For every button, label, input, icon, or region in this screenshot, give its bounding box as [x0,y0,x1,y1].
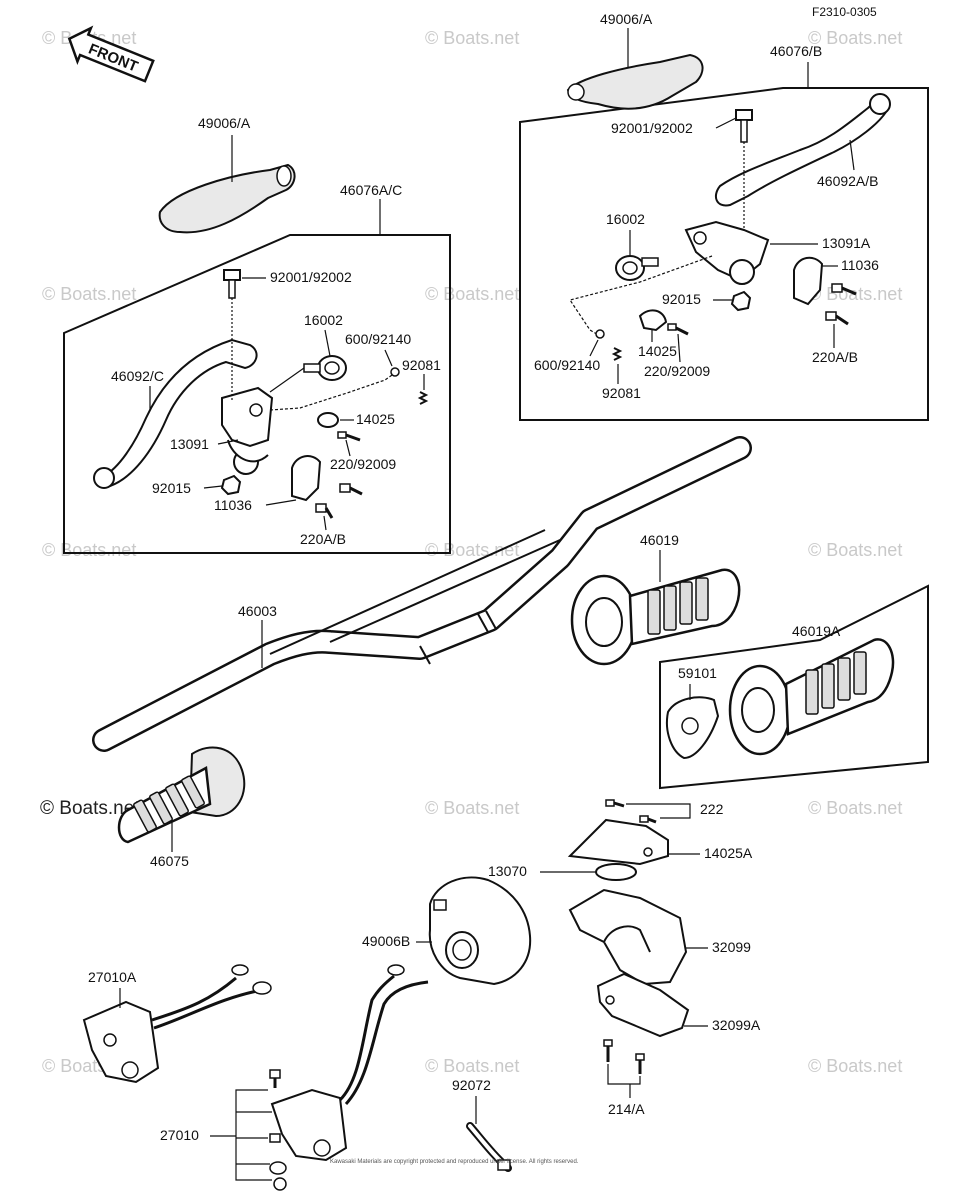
left-adjuster [269,355,347,393]
watermark: © Boats.net [808,28,902,48]
label-housing-screws: 214/A [608,1101,645,1117]
left-clamp [291,455,322,502]
watermark: © Boats.net [808,1056,902,1076]
left-screw [337,431,361,442]
watermark: © Boats.net [42,284,136,304]
label-lever-left: 46092/C [111,368,164,384]
switch-alt [82,964,272,1084]
label-cable-end-right: 600/92140 [534,357,600,373]
left-bolt-set [223,269,241,400]
left-spring [417,391,429,405]
label-adjuster-left: 16002 [304,312,343,328]
label-adjuster-right: 16002 [606,211,645,227]
guide [666,696,720,760]
label-bolt-left: 220A/B [300,531,346,547]
housing-screws [603,1039,645,1098]
screws [605,799,691,824]
label-holder-right: 13091A [822,235,871,251]
label-handlebar: 46003 [238,603,277,619]
label-cover-plate: 14025A [704,845,753,861]
watermark: © Boats.net [425,284,519,304]
left-clamp-bolts [315,483,363,519]
watermark-prominent: © Boats.net [40,798,140,819]
label-clamp-right: 11036 [841,257,879,273]
label-housing-upper: 32099 [712,939,751,955]
label-bushing: 13070 [488,863,527,879]
right-screw [667,323,689,336]
label-grip-left: 46075 [150,853,189,869]
right-nut [730,290,752,312]
watermark: © Boats.net [425,1056,519,1076]
watermark: © Boats.net [425,798,519,818]
left-grip [117,746,246,844]
watermark: © Boats.net [425,540,519,560]
label-throttle-grip: 46019 [640,532,679,548]
switch [210,964,429,1191]
left-lever-assembly-box [63,234,451,554]
label-lever-assy-left: 46076A/C [340,182,402,198]
bushing [595,863,637,881]
cover-plate [567,818,669,866]
label-boot: 49006B [362,933,410,949]
right-clamp-bolts [825,283,857,326]
grip-cover-left [158,135,296,234]
label-bolt-right: 220A/B [812,349,858,365]
housing-upper [568,888,688,986]
label-nut-right: 92015 [662,291,701,307]
label-throttle-grip-alt: 46019A [792,623,841,639]
label-cable-end-left: 600/92140 [345,331,411,347]
footer-note: Kawasaki Materials are copyright protect… [330,1159,579,1165]
housing-lower [596,972,690,1038]
watermark: © Boats.net [425,28,519,48]
throttle-grip [570,568,741,666]
watermark: © Boats.net [808,798,902,818]
label-plate-right: 14025 [638,343,677,359]
right-labels: 49006/A 46076/B 92001/92002 46092A/B 160… [534,11,879,401]
right-lever-assembly-box [519,87,929,421]
right-plate [638,309,668,332]
label-plate-left: 14025 [356,411,395,427]
watermarks: © Boats.net © Boats.net © Boats.net © Bo… [40,28,902,1076]
label-screw-left: 220/92009 [330,456,396,472]
left-lever [93,338,258,489]
label-nut-left: 92015 [152,480,191,496]
label-lever-right: 46092A/B [817,173,879,189]
label-cable-band: 92072 [452,1077,491,1093]
right-lever [714,93,891,207]
label-grip-cover-left: 49006/A [198,115,251,131]
label-bolt-set-right: 92001/92002 [611,120,693,136]
label-housing-lower: 32099A [712,1017,761,1033]
alt-throttle-box [659,584,929,790]
throttle-grip-alt [728,638,895,756]
cable-band [466,1122,512,1172]
boot [428,876,532,986]
label-holder-left: 13091 [170,436,209,452]
label-switch: 27010 [160,1127,199,1143]
right-clamp [793,256,824,306]
label-spring-right: 92081 [602,385,641,401]
label-lever-assy-right: 46076/B [770,43,822,59]
label-spring-left: 92081 [402,357,441,373]
label-screw-right: 220/92009 [644,363,710,379]
label-guide: 59101 [678,665,717,681]
left-holder [221,386,274,475]
label-screws: 222 [700,801,724,817]
label-switch-alt: 27010A [88,969,137,985]
left-nut [220,474,242,496]
handlebar [92,436,752,752]
left-labels: 49006/A 46076A/C 92001/92002 16002 600/9… [111,115,441,547]
left-plate [317,412,339,428]
right-holder [684,220,770,285]
right-spring [611,347,623,361]
grip-cover-right [566,28,704,110]
watermark: © Boats.net [808,540,902,560]
watermark: © Boats.net [42,540,136,560]
right-adjuster [615,255,659,281]
label-clamp-left: 11036 [214,497,252,513]
label-bolt-set-left: 92001/92002 [270,269,352,285]
label-grip-cover-right: 49006/A [600,11,653,27]
diagram-code: F2310-0305 [812,5,877,19]
right-bolt-set [735,109,753,232]
